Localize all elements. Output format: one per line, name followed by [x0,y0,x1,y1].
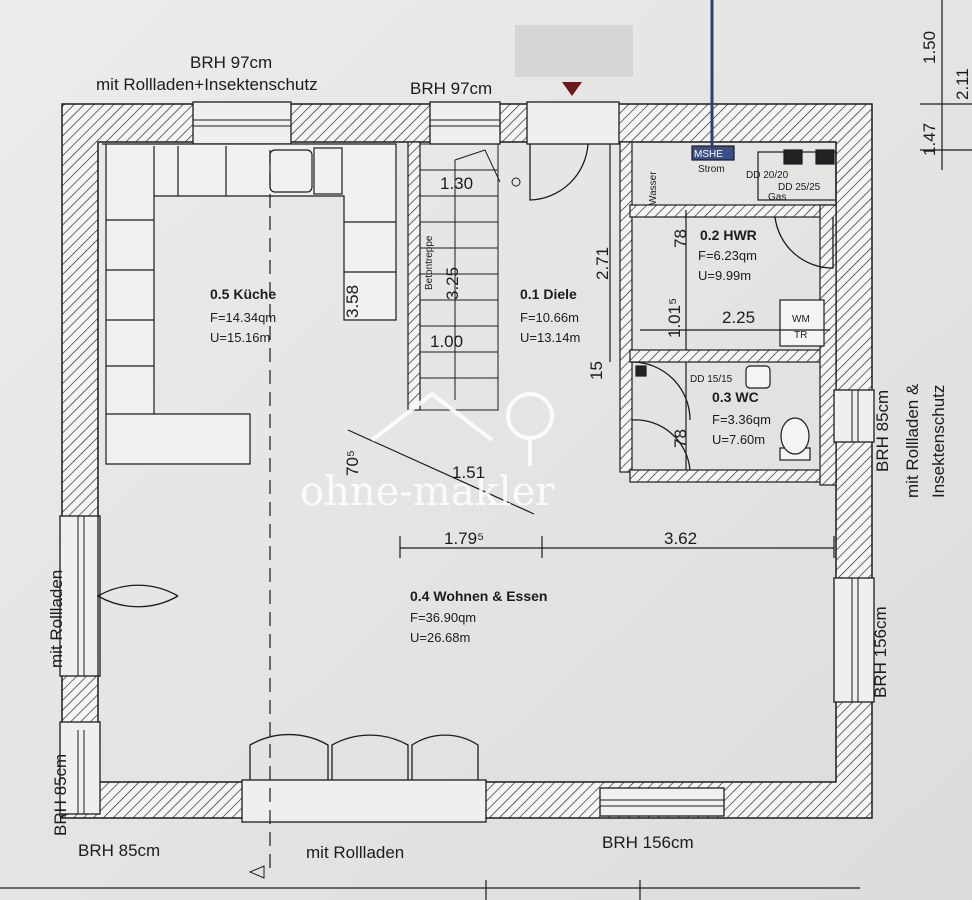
toilet-icon [780,417,810,455]
kitchen-counter [102,143,397,465]
label-stair-window-height: BRH 97cm [410,79,492,98]
dim-362: 3.62 [664,529,697,548]
dim-705: 70⁵ [343,450,362,476]
note-meter: MSHE [694,149,723,160]
dim-1015: 1.01⁵ [665,298,684,338]
label-right-shutter-line1: mit Rollladen & [903,383,922,498]
label-kitchen-window-height: BRH 97cm [190,53,272,72]
dim-225: 2.25 [722,308,755,327]
label-bottom-left-height: BRH 85cm [78,841,160,860]
note-chimney-1: DD 20/20 [746,170,789,181]
dim-100: 1.00 [430,332,463,351]
room-wc-area: F=3.36qm [712,412,771,427]
window-corner-left [59,721,101,815]
staircase [419,143,521,411]
window-right [833,577,875,703]
room-kitchen-perimeter: U=15.16m [210,330,270,345]
openings [59,101,875,823]
terrace-door-opening [241,779,487,823]
dim-130: 1.30 [440,174,473,193]
room-hall-area: F=10.66m [520,310,579,325]
window-kitchen [192,101,292,145]
sink-icon [269,149,313,193]
section-arrow-icon [248,865,265,879]
room-living-perimeter: U=26.68m [410,630,470,645]
room-living-area: F=36.90qm [410,610,476,625]
window-wc [833,389,875,443]
dim-147: 1.47 [920,123,939,156]
label-bottom-shutter: mit Rollladen [306,843,404,862]
dim-271: 2.71 [593,247,612,280]
label-kitchen-window-shutter: mit Rollladen+Insektenschutz [96,75,318,94]
inner-walls [407,141,837,486]
north-arrow-icon [562,82,582,96]
dim-211: 2.11 [953,68,972,100]
dim-358: 3.58 [343,285,362,318]
window-bottom [599,787,725,817]
note-duct: DD 15/15 [690,374,733,385]
room-wc-name: 0.3 WC [712,389,759,405]
redacted-area [515,25,633,77]
watermark-logo [370,391,554,466]
label-left-corner-height: BRH 85cm [51,754,70,836]
room-wc-perimeter: U=7.60m [712,432,765,447]
label-right-shutter-line2: Insektenschutz [929,385,948,498]
label-right-window-height: BRH 156cm [871,606,890,698]
wc-sink-icon [745,365,771,389]
window-stair [429,101,501,145]
label-right-wc-height: BRH 85cm [873,390,892,472]
dim-78-bottom: 78 [671,429,690,448]
sink-drain-board [313,147,343,195]
fixtures [635,145,837,461]
dim-325: 3.25 [443,267,462,300]
dim-179: 1.79⁵ [444,529,484,548]
room-kitchen-name: 0.5 Küche [210,286,276,302]
note-wm: WM [792,314,810,325]
note-concrete-stairs: Betontreppe [424,235,435,290]
washer-dryer [779,299,825,347]
label-left-shutter: mit Rollladen [47,570,66,668]
note-tr: TR [794,330,807,341]
dim-78-top: 78 [671,229,690,248]
dim-15: 15 [587,361,606,380]
dim-151: 1.51 [452,463,485,482]
note-chimney-2: DD 25/25 [778,182,821,193]
window-left [59,515,101,677]
door-swings [97,143,834,780]
note-power: Strom [698,164,725,175]
room-utility-perimeter: U=9.99m [698,268,751,283]
entrance-door-opening [526,101,620,145]
note-gas: Gas [768,192,786,203]
label-bottom-window-height: BRH 156cm [602,833,694,852]
room-utility-area: F=6.23qm [698,248,757,263]
room-kitchen-area: F=14.34qm [210,310,276,325]
note-water: Wasser [648,171,659,205]
dim-150: 1.50 [920,31,939,64]
watermark-text: ohne-makler [300,469,555,515]
room-living-name: 0.4 Wohnen & Essen [410,588,547,604]
room-utility-name: 0.2 HWR [700,227,757,243]
room-hall-perimeter: U=13.14m [520,330,580,345]
window-glass-lines [77,119,859,814]
room-hall-name: 0.1 Diele [520,286,577,302]
